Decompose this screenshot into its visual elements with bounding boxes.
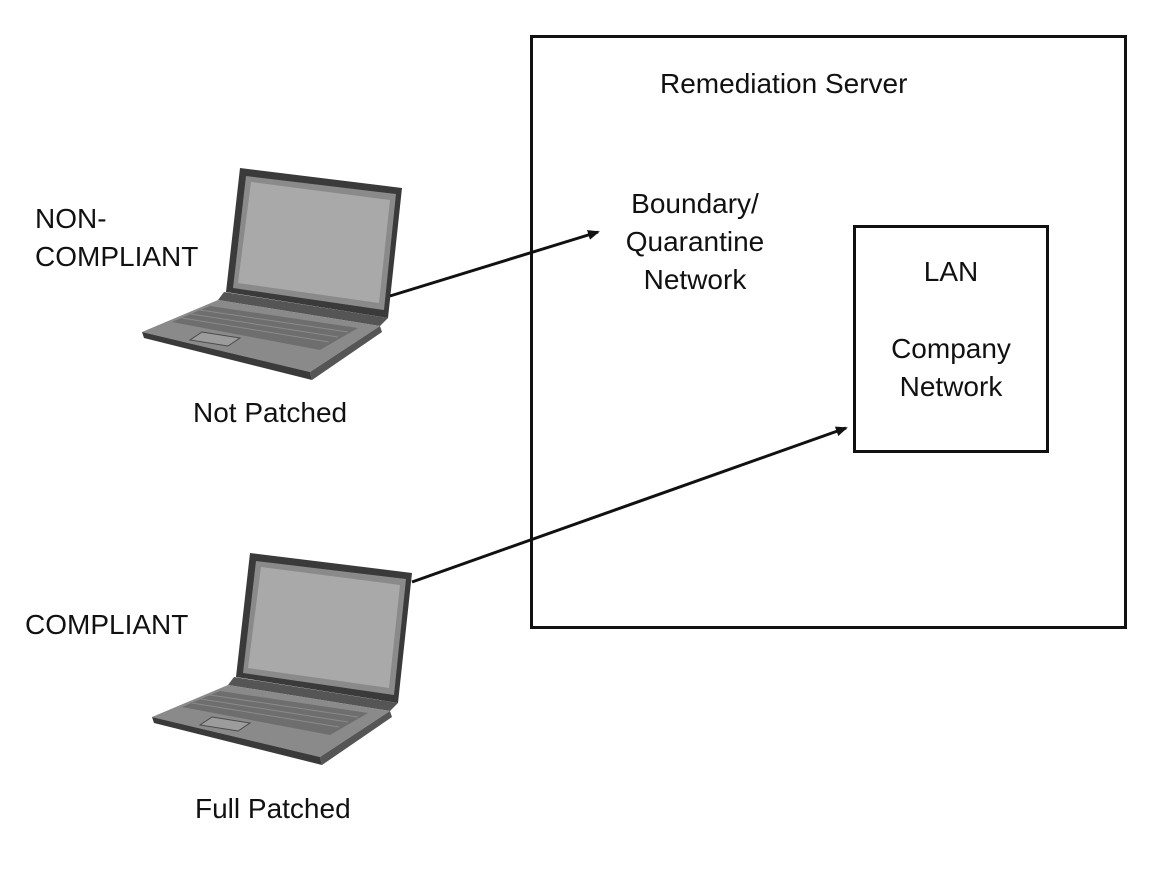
quarantine-network-line: Boundary/: [631, 188, 759, 219]
full-patched-caption: Full Patched: [195, 793, 351, 824]
company-network-line: Company: [891, 333, 1011, 364]
quarantine-network-line: Network: [643, 264, 747, 295]
laptop-graphic: [142, 168, 402, 380]
compliant-label: COMPLIANT: [25, 609, 189, 640]
non-compliant-label: NON- COMPLIANT: [35, 200, 198, 276]
non-compliant-line: COMPLIANT: [35, 241, 199, 272]
laptop-icon: [152, 553, 412, 765]
quarantine-network-line: Quarantine: [625, 226, 765, 257]
laptop-graphic: [152, 553, 412, 765]
lan-box: [853, 225, 1049, 453]
lan-title: LAN: [923, 256, 979, 287]
quarantine-network-label: Boundary/ Quarantine Network: [605, 185, 785, 299]
non-compliant-line: NON-: [35, 203, 107, 234]
remediation-server-box: [530, 35, 1127, 629]
company-network-line: Network: [899, 371, 1003, 402]
company-network-label: Company Network: [856, 330, 1046, 406]
laptop-icon: [142, 168, 402, 380]
not-patched-caption: Not Patched: [193, 397, 348, 428]
remediation-server-title: Remediation Server: [660, 68, 908, 99]
